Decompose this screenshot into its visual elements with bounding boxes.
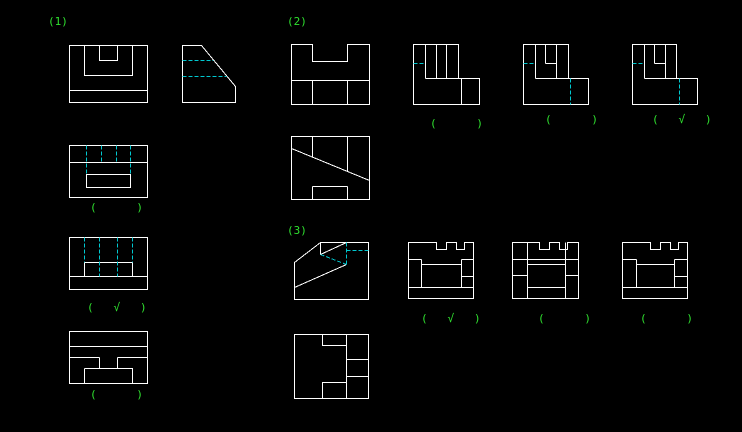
section-1-label: (1)	[48, 15, 68, 28]
s3-option-b-view	[512, 242, 579, 299]
s2-option-a-answer: ( )	[430, 117, 483, 130]
s3-option-c-view	[622, 242, 688, 299]
s2-top-view	[291, 136, 370, 200]
s1-option-b-view	[69, 237, 148, 290]
s1-option-a-answer: ( )	[90, 201, 143, 214]
s2-option-c-answer: ( √ )	[652, 113, 712, 126]
s2-front-view	[291, 44, 370, 105]
s1-side-view	[182, 45, 236, 103]
s3-option-a-answer: ( √ )	[421, 312, 481, 325]
s2-option-c-view	[632, 44, 698, 105]
section-2-label: (2)	[287, 15, 307, 28]
s1-option-a-view	[69, 145, 148, 198]
s3-front-view	[294, 242, 369, 300]
s3-option-a-view	[408, 242, 474, 299]
s3-option-b-answer: ( )	[538, 312, 591, 325]
s1-option-c-answer: ( )	[90, 388, 143, 401]
s2-option-b-view	[523, 44, 589, 105]
s2-option-a-view	[413, 44, 480, 105]
s2-option-b-answer: ( )	[545, 113, 598, 126]
s1-option-c-view	[69, 331, 148, 384]
s1-option-b-answer: ( √ )	[87, 301, 147, 314]
s3-top-view	[294, 334, 369, 399]
section-3-label: (3)	[287, 224, 307, 237]
s3-option-c-answer: ( )	[640, 312, 693, 325]
s1-front-view	[69, 45, 148, 103]
